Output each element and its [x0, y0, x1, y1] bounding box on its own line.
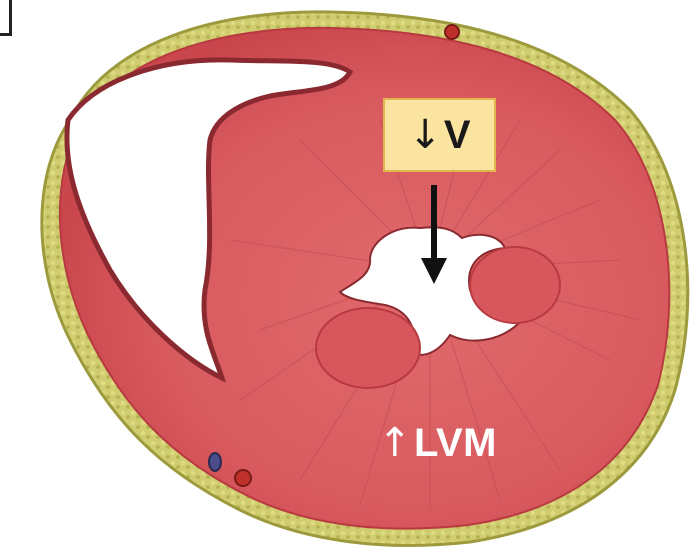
papillary-muscle-left: [316, 308, 420, 388]
coronary-vessel-bottom-left-artery: [235, 470, 251, 486]
coronary-vessel-top: [445, 25, 459, 39]
down-arrow-icon: ↓: [408, 112, 442, 158]
up-arrow-icon: ↑: [378, 420, 412, 466]
lvm-label: ↑ LVM: [378, 420, 497, 466]
papillary-muscle-right: [470, 247, 560, 323]
coronary-vessel-bottom-left-vein: [209, 453, 221, 471]
volume-label-text: V: [444, 113, 471, 158]
lvm-label-text: LVM: [414, 421, 497, 466]
volume-label-box: ↓ V: [383, 98, 496, 172]
